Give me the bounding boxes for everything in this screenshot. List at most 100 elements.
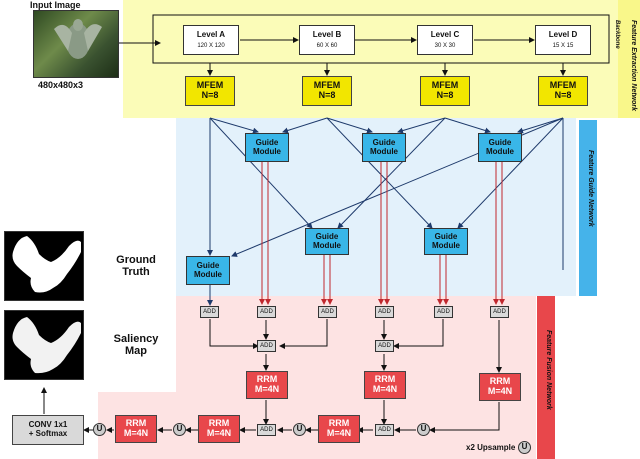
feature-fusion-bar: [537, 296, 555, 459]
add-box: ADD: [375, 424, 394, 436]
add-box: ADD: [257, 340, 276, 352]
upsample-icon: U: [93, 423, 106, 436]
add-box: ADD: [490, 306, 509, 318]
guide-line1: Guide: [196, 260, 220, 270]
upsample-icon: U: [417, 423, 430, 436]
rrm-label: RRM: [374, 374, 396, 385]
mfem-a: MFEM N=8: [185, 76, 235, 106]
rrm-param: M=4N: [487, 386, 513, 396]
saliency-map-line2: Map: [125, 345, 147, 357]
level-a-name: Level A: [196, 29, 226, 39]
level-b: Level B 60 X 60: [299, 25, 355, 55]
saliency-map-image: [4, 310, 84, 380]
mfem-b: MFEM N=8: [302, 76, 352, 106]
guide-line2: Module: [253, 146, 281, 156]
guide-line2: Module: [313, 240, 341, 250]
level-c-name: Level C: [430, 29, 460, 39]
level-d-name: Level D: [548, 29, 578, 39]
mfem-param: N=8: [201, 90, 219, 100]
mfem-label: MFEM: [431, 80, 459, 91]
ground-truth-shape: [12, 236, 81, 293]
upsample-icon: U: [173, 423, 186, 436]
guide-module-6: Guide Module: [186, 256, 230, 285]
input-image: [33, 10, 119, 78]
mfem-param: N=8: [318, 90, 336, 100]
guide-line2: Module: [432, 240, 460, 250]
conv-softmax-box: CONV 1x1 + Softmax: [12, 415, 84, 445]
guide-module-4: Guide Module: [305, 228, 349, 255]
rrm-label: RRM: [489, 376, 511, 387]
add-box: ADD: [200, 306, 219, 318]
feature-guide-bar: [579, 120, 597, 296]
rrm-3: RRM M=4N: [479, 373, 521, 401]
feature-extraction-label: Feature Extraction Network: [630, 20, 637, 112]
input-image-title: Input Image: [30, 0, 81, 10]
add-box: ADD: [375, 340, 394, 352]
level-a-size: 120 X 120: [197, 42, 225, 49]
rrm-1: RRM M=4N: [246, 371, 288, 399]
rrm-label: RRM: [328, 418, 350, 429]
mfem-c: MFEM N=8: [420, 76, 470, 106]
mfem-label: MFEM: [549, 80, 577, 91]
feature-fusion-label: Feature Fusion Network: [545, 330, 552, 410]
guide-module-2: Guide Module: [362, 133, 406, 162]
mfem-label: MFEM: [313, 80, 341, 91]
saliency-map-line1: Saliency: [113, 333, 159, 345]
level-c: Level C 30 X 30: [417, 25, 473, 55]
ground-truth-image: [4, 231, 84, 301]
ground-truth-label: Ground Truth: [106, 254, 166, 278]
level-d: Level D 15 X 15: [535, 25, 591, 55]
saliency-map-label: Saliency Map: [106, 333, 166, 357]
rrm-param: M=4N: [206, 428, 232, 438]
level-d-size: 15 X 15: [552, 42, 574, 49]
add-box: ADD: [318, 306, 337, 318]
feature-extraction-bar: [618, 0, 640, 118]
feature-guide-label: Feature Guide Network: [587, 150, 594, 227]
guide-module-3: Guide Module: [478, 133, 522, 162]
upsample-legend-text: x2 Upsample: [466, 443, 516, 452]
rrm-4: RRM M=4N: [318, 415, 360, 443]
guide-module-1: Guide Module: [245, 133, 289, 162]
ground-truth-line2: Truth: [122, 266, 150, 278]
mfem-param: N=8: [436, 90, 454, 100]
mfem-label: MFEM: [196, 80, 224, 91]
level-b-name: Level B: [312, 29, 342, 39]
statue-photo: [54, 19, 102, 59]
upsample-icon: U: [293, 423, 306, 436]
upsample-legend-icon: U: [518, 441, 531, 454]
rrm-param: M=4N: [372, 384, 398, 394]
rrm-param: M=4N: [123, 428, 149, 438]
rrm-6: RRM M=4N: [115, 415, 157, 443]
mfem-d: MFEM N=8: [538, 76, 588, 106]
rrm-2: RRM M=4N: [364, 371, 406, 399]
guide-line1: Guide: [488, 137, 512, 147]
rrm-5: RRM M=4N: [198, 415, 240, 443]
guide-line1: Guide: [255, 137, 279, 147]
ground-truth-line1: Ground: [116, 254, 156, 266]
guide-module-5: Guide Module: [424, 228, 468, 255]
rrm-param: M=4N: [254, 384, 280, 394]
guide-line1: Guide: [372, 137, 396, 147]
guide-line2: Module: [194, 269, 222, 279]
rrm-label: RRM: [256, 374, 278, 385]
add-box: ADD: [257, 424, 276, 436]
rrm-label: RRM: [125, 418, 147, 429]
level-b-size: 60 X 60: [316, 42, 338, 49]
level-a: Level A 120 X 120: [183, 25, 239, 55]
backbone-label: Backbone: [614, 20, 620, 49]
saliency-shape: [12, 317, 81, 374]
add-box: ADD: [434, 306, 453, 318]
conv-line1: CONV 1x1: [28, 420, 68, 430]
guide-line2: Module: [370, 146, 398, 156]
guide-line1: Guide: [315, 231, 339, 241]
rrm-param: M=4N: [326, 428, 352, 438]
add-box: ADD: [257, 306, 276, 318]
mfem-param: N=8: [554, 90, 572, 100]
input-image-size: 480x480x3: [38, 80, 84, 90]
guide-line2: Module: [486, 146, 514, 156]
level-c-size: 30 X 30: [434, 42, 456, 49]
add-box: ADD: [375, 306, 394, 318]
conv-line2: + Softmax: [28, 429, 68, 438]
guide-line1: Guide: [434, 231, 458, 241]
